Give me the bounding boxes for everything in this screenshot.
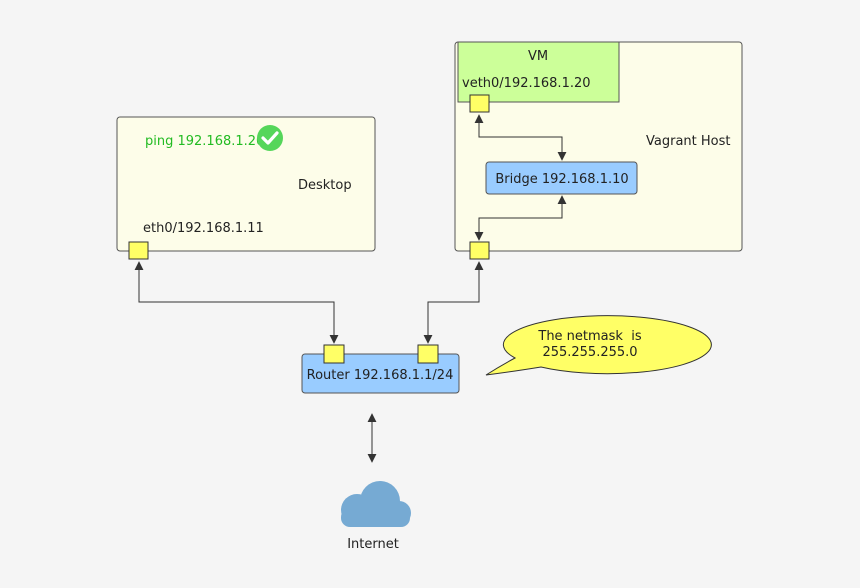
desktop-port bbox=[128, 241, 149, 260]
vm-interface-label: veth0/192.168.1.20 bbox=[462, 76, 591, 91]
vm-box: VM veth0/192.168.1.20 bbox=[457, 41, 620, 103]
bridge-node: Bridge 192.168.1.10 bbox=[485, 161, 638, 195]
router-port-left bbox=[323, 344, 345, 364]
router-label: Router 192.168.1.1/24 bbox=[307, 368, 454, 383]
connector-vm-bridge bbox=[474, 114, 567, 161]
desktop-box: ping 192.168.1.20 Desktop eth0/192.168.1… bbox=[116, 116, 376, 252]
vm-port bbox=[469, 94, 490, 113]
desktop-interface-label: eth0/192.168.1.11 bbox=[143, 221, 264, 236]
desktop-ping-command: ping 192.168.1.20 bbox=[145, 134, 264, 149]
router-node: Router 192.168.1.1/24 bbox=[301, 353, 460, 394]
ports bbox=[128, 94, 490, 364]
connector-lines bbox=[134, 114, 567, 463]
vagrant-host-box: Vagrant Host VM veth0/192.168.1.20 Bridg… bbox=[454, 41, 743, 252]
connector-host-bridge bbox=[474, 195, 567, 241]
vm-title: VM bbox=[528, 49, 548, 64]
desktop-title: Desktop bbox=[298, 178, 352, 193]
check-circle-icon bbox=[257, 125, 283, 151]
netmask-callout: The netmask is 255.255.255.0 bbox=[485, 315, 712, 376]
connector-host-router bbox=[423, 261, 484, 344]
router-port-right bbox=[417, 344, 439, 364]
cloud-icon bbox=[341, 481, 411, 527]
bridge-label: Bridge 192.168.1.10 bbox=[495, 172, 628, 187]
connector-desktop-router bbox=[134, 261, 339, 344]
callout-line1: The netmask is bbox=[537, 329, 641, 344]
internet-label: Internet bbox=[347, 537, 399, 552]
host-port bbox=[469, 241, 490, 260]
vagrant-host-title: Vagrant Host bbox=[646, 134, 730, 149]
callout-line2: 255.255.255.0 bbox=[542, 345, 637, 360]
